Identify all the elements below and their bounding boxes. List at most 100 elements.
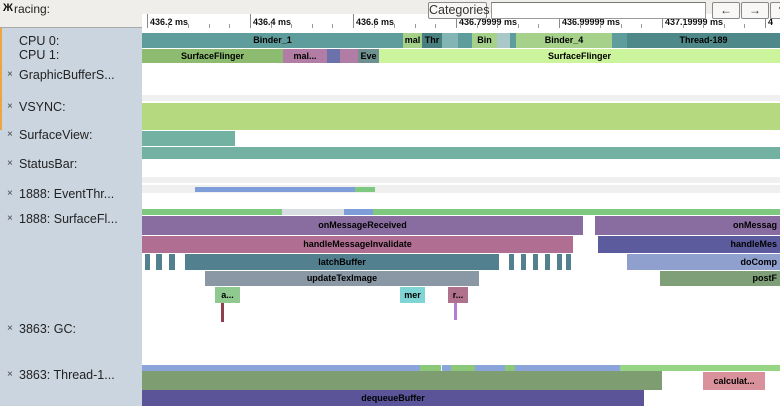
slice-surfaceflinger[interactable]: SurfaceFlinger bbox=[379, 49, 780, 63]
ruler-time-label: 437.19999 ms bbox=[665, 17, 724, 27]
slice-dequeuebuffer[interactable]: dequeueBuffer bbox=[142, 390, 644, 406]
pan-left-button[interactable]: ← bbox=[712, 2, 740, 19]
ruler-minor-tick bbox=[435, 24, 437, 28]
track-label-sidebar: CPU 0:CPU 1:×GraphicBufferS...×VSYNC:×Su… bbox=[0, 28, 142, 406]
surfaceflinger-flame-slice[interactable] bbox=[454, 303, 457, 320]
cpu0-slice[interactable] bbox=[510, 33, 516, 48]
slice-a[interactable]: a... bbox=[215, 287, 240, 303]
thread1-bar[interactable] bbox=[142, 371, 662, 390]
surfaceflinger-flame-slice[interactable] bbox=[566, 254, 571, 270]
slice-updateteximage[interactable]: updateTexImage bbox=[205, 271, 479, 286]
remove-track-icon[interactable]: × bbox=[7, 188, 13, 199]
remove-track-icon[interactable]: × bbox=[7, 323, 13, 334]
slice-calculat[interactable]: calculat... bbox=[703, 372, 765, 390]
eventthread-bar[interactable] bbox=[195, 187, 355, 192]
ruler-minor-tick bbox=[682, 24, 684, 28]
cpu0-slice[interactable] bbox=[612, 33, 627, 48]
slice-postf[interactable]: postF bbox=[660, 271, 780, 286]
remove-track-icon[interactable]: × bbox=[7, 369, 13, 380]
filter-field[interactable] bbox=[491, 2, 706, 19]
ruler-minor-tick bbox=[394, 24, 396, 28]
cpu0-slice[interactable] bbox=[442, 33, 458, 48]
surfaceview-bar[interactable] bbox=[142, 147, 780, 159]
slice-mer[interactable]: mer bbox=[400, 287, 425, 303]
surfaceflinger-flame-slice[interactable] bbox=[156, 254, 162, 270]
thread1-slice[interactable] bbox=[442, 365, 451, 371]
tracing-app-icon: Ж bbox=[3, 2, 13, 14]
thread1-slice[interactable] bbox=[475, 365, 505, 371]
surfaceflinger-flame-slice[interactable] bbox=[521, 254, 526, 270]
surfaceflinger-flame-slice[interactable] bbox=[169, 254, 175, 270]
slice-handlemessage[interactable]: handleMes bbox=[598, 236, 780, 253]
ruler-minor-tick bbox=[620, 24, 622, 28]
surfaceflinger-flame-slice[interactable] bbox=[221, 303, 224, 322]
slice-mal[interactable]: mal bbox=[403, 33, 422, 48]
track-label: 3863: GC: bbox=[19, 322, 76, 336]
slice-mal[interactable]: mal... bbox=[283, 49, 327, 63]
surfaceflinger-flame-slice[interactable] bbox=[533, 254, 538, 270]
cpu0-slice[interactable] bbox=[497, 33, 510, 48]
slice-binder-1[interactable]: Binder_1 bbox=[142, 33, 403, 48]
pan-right-button[interactable]: → bbox=[741, 2, 769, 19]
surfaceview-bar[interactable] bbox=[142, 131, 235, 146]
categories-button[interactable]: Categories bbox=[428, 2, 490, 19]
slice-onmessagereceived[interactable]: onMessageReceived bbox=[142, 216, 583, 235]
remove-track-icon[interactable]: × bbox=[7, 213, 13, 224]
counter-track-band[interactable] bbox=[142, 185, 780, 193]
slice-handlemessageinvalidate[interactable]: handleMessageInvalidate bbox=[142, 236, 573, 253]
ruler-minor-tick bbox=[579, 24, 581, 28]
focus-strip bbox=[0, 28, 2, 130]
slice-binder-4[interactable]: Binder_4 bbox=[516, 33, 612, 48]
thread1-slice[interactable] bbox=[451, 365, 475, 371]
remove-track-icon[interactable]: × bbox=[7, 129, 13, 140]
ruler-minor-tick bbox=[641, 24, 643, 28]
ruler-minor-tick bbox=[476, 24, 478, 28]
surfaceflinger-flame-slice[interactable] bbox=[545, 254, 550, 270]
thread1-slice[interactable] bbox=[505, 365, 515, 371]
surfaceflinger-flame-slice[interactable] bbox=[373, 209, 780, 215]
cpu1-slice[interactable] bbox=[327, 49, 340, 63]
slice-r[interactable]: r... bbox=[448, 287, 468, 303]
thread1-slice[interactable] bbox=[142, 365, 420, 371]
remove-track-icon[interactable]: × bbox=[7, 158, 13, 169]
surfaceflinger-flame-slice[interactable] bbox=[282, 209, 344, 215]
remove-track-icon[interactable]: × bbox=[7, 101, 13, 112]
slice-surfaceflinger[interactable]: SurfaceFlinger bbox=[142, 49, 283, 63]
counter-track-band[interactable] bbox=[142, 95, 780, 101]
ruler-minor-tick bbox=[744, 24, 746, 28]
ruler-time-label: 436.99999 ms bbox=[562, 17, 621, 27]
surfaceflinger-flame-slice[interactable] bbox=[142, 209, 282, 215]
thread1-slice[interactable] bbox=[620, 365, 780, 371]
slice-eve[interactable]: Eve bbox=[358, 49, 379, 63]
ruler-minor-tick bbox=[600, 24, 602, 28]
ruler-minor-tick bbox=[703, 24, 705, 28]
slice-thr[interactable]: Thr bbox=[422, 33, 442, 48]
eventthread-bar[interactable] bbox=[355, 187, 375, 192]
vsync-state-bar[interactable] bbox=[142, 103, 780, 130]
slice-thread-189[interactable]: Thread-189 bbox=[627, 33, 780, 48]
cpu1-slice[interactable] bbox=[340, 49, 358, 63]
surfaceflinger-flame-slice[interactable] bbox=[557, 254, 562, 270]
ruler-minor-tick bbox=[188, 24, 190, 28]
surfaceflinger-flame-slice[interactable] bbox=[344, 209, 373, 215]
ruler-major-tick bbox=[250, 14, 251, 28]
thread1-slice[interactable] bbox=[420, 365, 441, 371]
sidebar-row-cpu-0-: CPU 0: bbox=[0, 34, 142, 48]
counter-track-band[interactable] bbox=[142, 177, 780, 183]
slice-onmessagereceived[interactable]: onMessag bbox=[595, 216, 780, 235]
ruler-minor-tick bbox=[208, 24, 210, 28]
track-label: VSYNC: bbox=[19, 100, 66, 114]
slice-bin[interactable]: Bin bbox=[472, 33, 497, 48]
remove-track-icon[interactable]: × bbox=[7, 69, 13, 80]
help-button[interactable]: ? bbox=[770, 2, 780, 19]
surfaceflinger-flame-slice[interactable] bbox=[509, 254, 514, 270]
track-label: 1888: EventThr... bbox=[19, 187, 115, 201]
thread1-slice[interactable] bbox=[515, 365, 620, 371]
slice-docomp[interactable]: doComp bbox=[627, 254, 780, 270]
cpu0-slice[interactable] bbox=[458, 33, 472, 48]
slice-latchbuffer[interactable]: latchBuffer bbox=[185, 254, 499, 270]
ruler-time-label: 436.79999 ms bbox=[459, 17, 518, 27]
sidebar-row-statusbar-: ×StatusBar: bbox=[0, 157, 142, 171]
surfaceflinger-flame-slice[interactable] bbox=[145, 254, 150, 270]
